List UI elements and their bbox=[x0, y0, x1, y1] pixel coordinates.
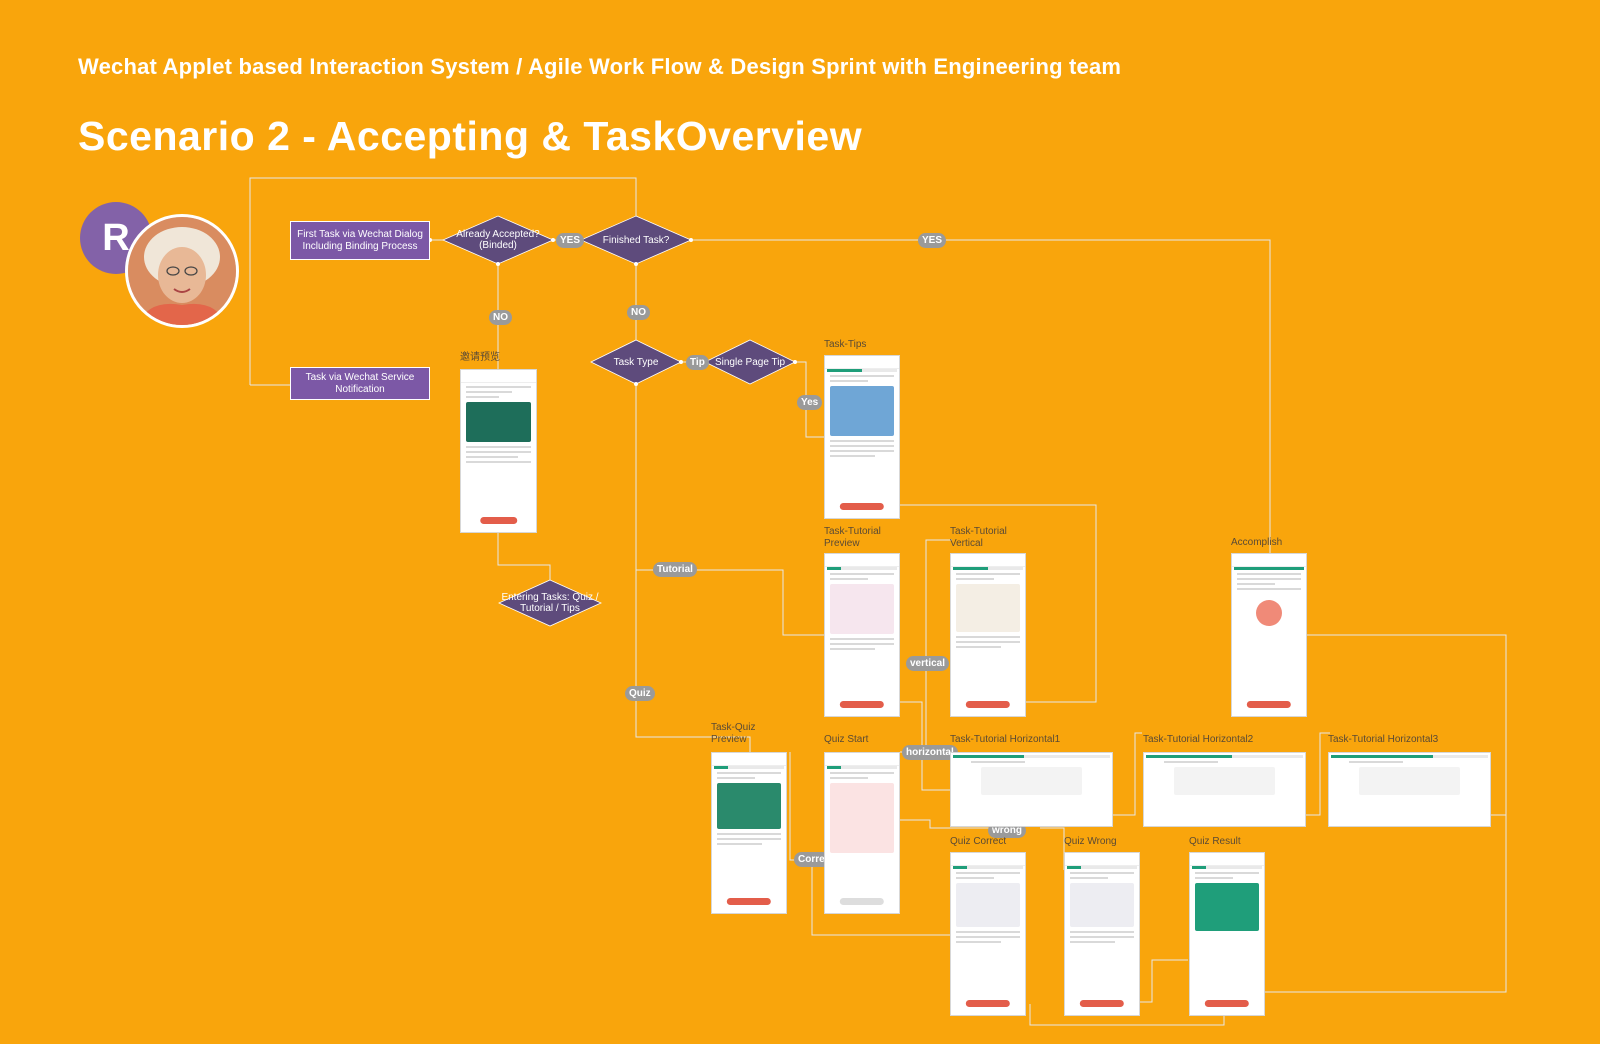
screen-label-accomplish: Accomplish bbox=[1231, 537, 1283, 548]
screen-label-tutorial-h1: Task-Tutorial Horizontal1 bbox=[950, 734, 1061, 745]
edge-label-tutorial: Tutorial bbox=[653, 562, 697, 577]
edge-label-horizontal: horizontal bbox=[902, 745, 958, 760]
first-task-box[interactable]: First Task via Wechat Dialog Including B… bbox=[290, 221, 430, 260]
quiz-wrong-screen[interactable] bbox=[1064, 852, 1140, 1016]
entering-tasks-label: Entering Tasks: Quiz / Tutorial / Tips bbox=[501, 592, 599, 614]
accomplish-screen[interactable] bbox=[1231, 553, 1307, 717]
quiz-result-screen[interactable] bbox=[1189, 852, 1265, 1016]
edge-label-no: NO bbox=[489, 310, 512, 325]
screen-label-quiz-correct: Quiz Correct bbox=[950, 836, 1007, 847]
edge-label-yes-tip: Yes bbox=[797, 395, 823, 410]
tutorial-preview-screen[interactable] bbox=[824, 553, 900, 717]
screen-label-quiz-preview: Task-Quiz Preview bbox=[711, 722, 756, 745]
task-tips-screen[interactable] bbox=[824, 355, 900, 519]
screen-label-tutorial-h3: Task-Tutorial Horizontal3 bbox=[1328, 734, 1439, 745]
edge-label-tip: Tip bbox=[686, 355, 709, 370]
single-page-tip-label: Single Page Tip bbox=[714, 356, 786, 368]
screen-label-quiz-result: Quiz Result bbox=[1189, 836, 1241, 847]
screen-label-quiz-start: Quiz Start bbox=[824, 734, 869, 745]
screen-label-task-tips: Task-Tips bbox=[824, 339, 867, 350]
screen-label-invite: 邀请预览 bbox=[460, 352, 500, 363]
avatar bbox=[125, 214, 239, 328]
edge-label-yes: YES bbox=[918, 233, 947, 248]
task-type-label: Task Type bbox=[613, 356, 659, 368]
tutorial-vertical-screen[interactable] bbox=[950, 553, 1026, 717]
tutorial-horizontal2-screen[interactable] bbox=[1143, 752, 1306, 827]
quiz-correct-screen[interactable] bbox=[950, 852, 1026, 1016]
page-subtitle: Wechat Applet based Interaction System /… bbox=[78, 54, 1122, 79]
tutorial-horizontal3-screen[interactable] bbox=[1328, 752, 1491, 827]
quiz-start-screen[interactable] bbox=[824, 752, 900, 914]
invite-screen[interactable] bbox=[460, 369, 537, 533]
edge-label-no: NO bbox=[627, 305, 650, 320]
screen-label-quiz-wrong: Quiz Wrong bbox=[1064, 836, 1117, 847]
service-task-box[interactable]: Task via Wechat Service Notification bbox=[290, 367, 430, 400]
edge-label-vertical: vertical bbox=[906, 656, 950, 671]
screen-label-tutorial-h2: Task-Tutorial Horizontal2 bbox=[1143, 734, 1254, 745]
quiz-preview-screen[interactable] bbox=[711, 752, 787, 914]
single-page-tip-diamond bbox=[704, 339, 796, 385]
edge-label-quiz: Quiz bbox=[625, 686, 655, 701]
screen-label-tutorial-preview: Task-Tutorial Preview bbox=[824, 526, 881, 549]
edge-label-yes: YES bbox=[556, 233, 585, 248]
finished-task-label: Finished Task? bbox=[602, 234, 670, 246]
page-title: Scenario 2 - Accepting & TaskOverview bbox=[78, 113, 863, 159]
tutorial-horizontal1-screen[interactable] bbox=[950, 752, 1113, 827]
already-accepted-label: Already Accepted? (Binded) bbox=[456, 229, 540, 251]
entering-tasks-diamond bbox=[498, 579, 602, 627]
portrait-image bbox=[128, 217, 236, 325]
screen-label-tutorial-vertical: Task-Tutorial Vertical bbox=[950, 526, 1007, 549]
